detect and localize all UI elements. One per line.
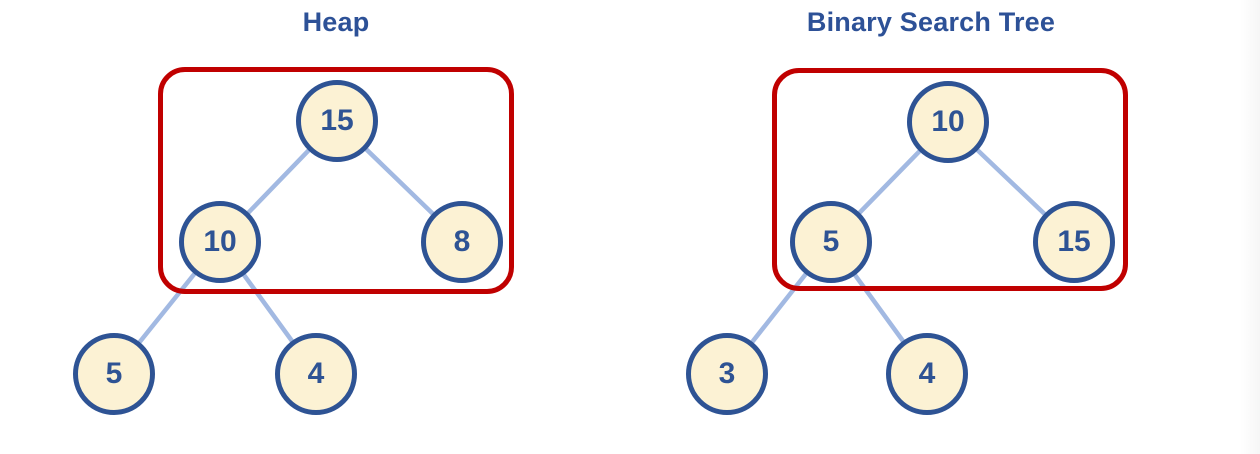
bst-node-root: 10: [907, 81, 989, 163]
bst-node-right: 15: [1033, 201, 1115, 283]
heap-node-left: 10: [179, 201, 261, 283]
heap-title: Heap: [302, 7, 370, 37]
bst-node-leaf-left: 3: [686, 333, 768, 415]
heap-highlight-box: [158, 67, 514, 294]
heap-node-leaf-right: 4: [275, 333, 357, 415]
bst-node-left: 5: [790, 201, 872, 283]
heap-node-root: 15: [296, 80, 378, 162]
heap-node-right: 8: [421, 201, 503, 283]
bst-title: Binary Search Tree: [806, 7, 1056, 37]
bst-highlight-box: [772, 68, 1128, 291]
bst-node-leaf-right: 4: [886, 333, 968, 415]
heap-node-leaf-left: 5: [73, 333, 155, 415]
